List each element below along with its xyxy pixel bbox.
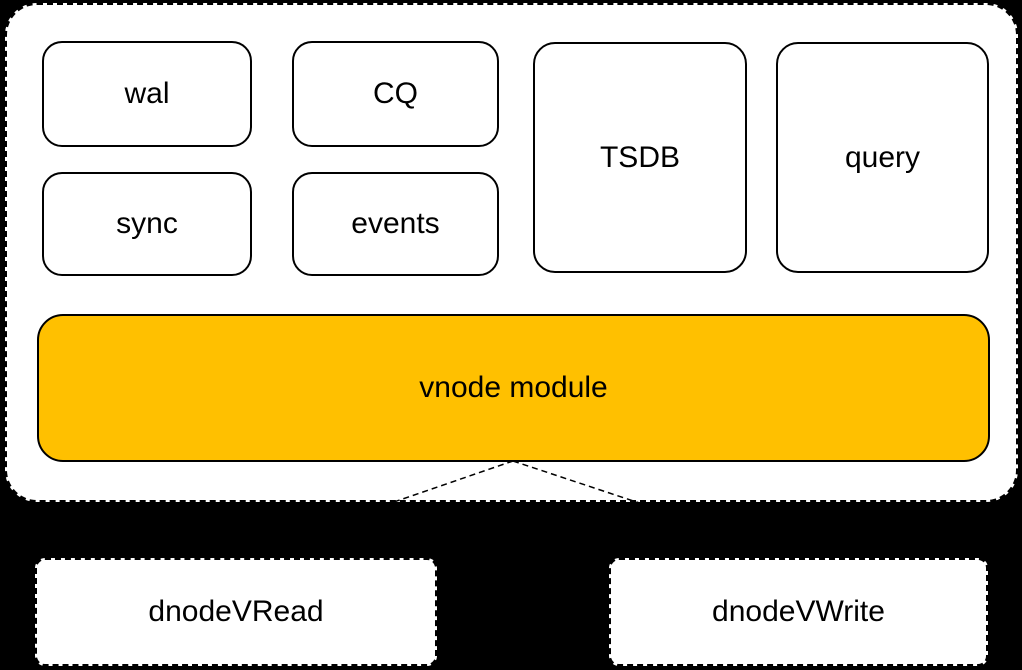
module-box-events: events bbox=[292, 172, 499, 276]
module-box-tsdb: TSDB bbox=[533, 42, 747, 273]
module-label-cq: CQ bbox=[373, 77, 418, 110]
module-label-events: events bbox=[351, 207, 440, 240]
dnode-vread-label: dnodeVRead bbox=[148, 595, 324, 628]
module-label-tsdb: TSDB bbox=[599, 140, 680, 174]
module-box-cq: CQ bbox=[292, 41, 499, 147]
module-box-sync: sync bbox=[42, 172, 252, 276]
vnode-module-label: vnode module bbox=[419, 371, 608, 404]
module-label-sync: sync bbox=[116, 207, 178, 240]
module-label-query: query bbox=[844, 140, 921, 174]
module-label-wal: wal bbox=[124, 77, 170, 110]
dnode-vwrite-label: dnodeVWrite bbox=[712, 595, 885, 628]
dnode-vwrite-box: dnodeVWrite bbox=[609, 558, 988, 666]
dnode-vread-box: dnodeVRead bbox=[35, 558, 437, 666]
vnode-module-bar: vnode module bbox=[37, 314, 990, 462]
module-box-wal: wal bbox=[42, 41, 252, 147]
module-box-query: query bbox=[776, 42, 989, 273]
